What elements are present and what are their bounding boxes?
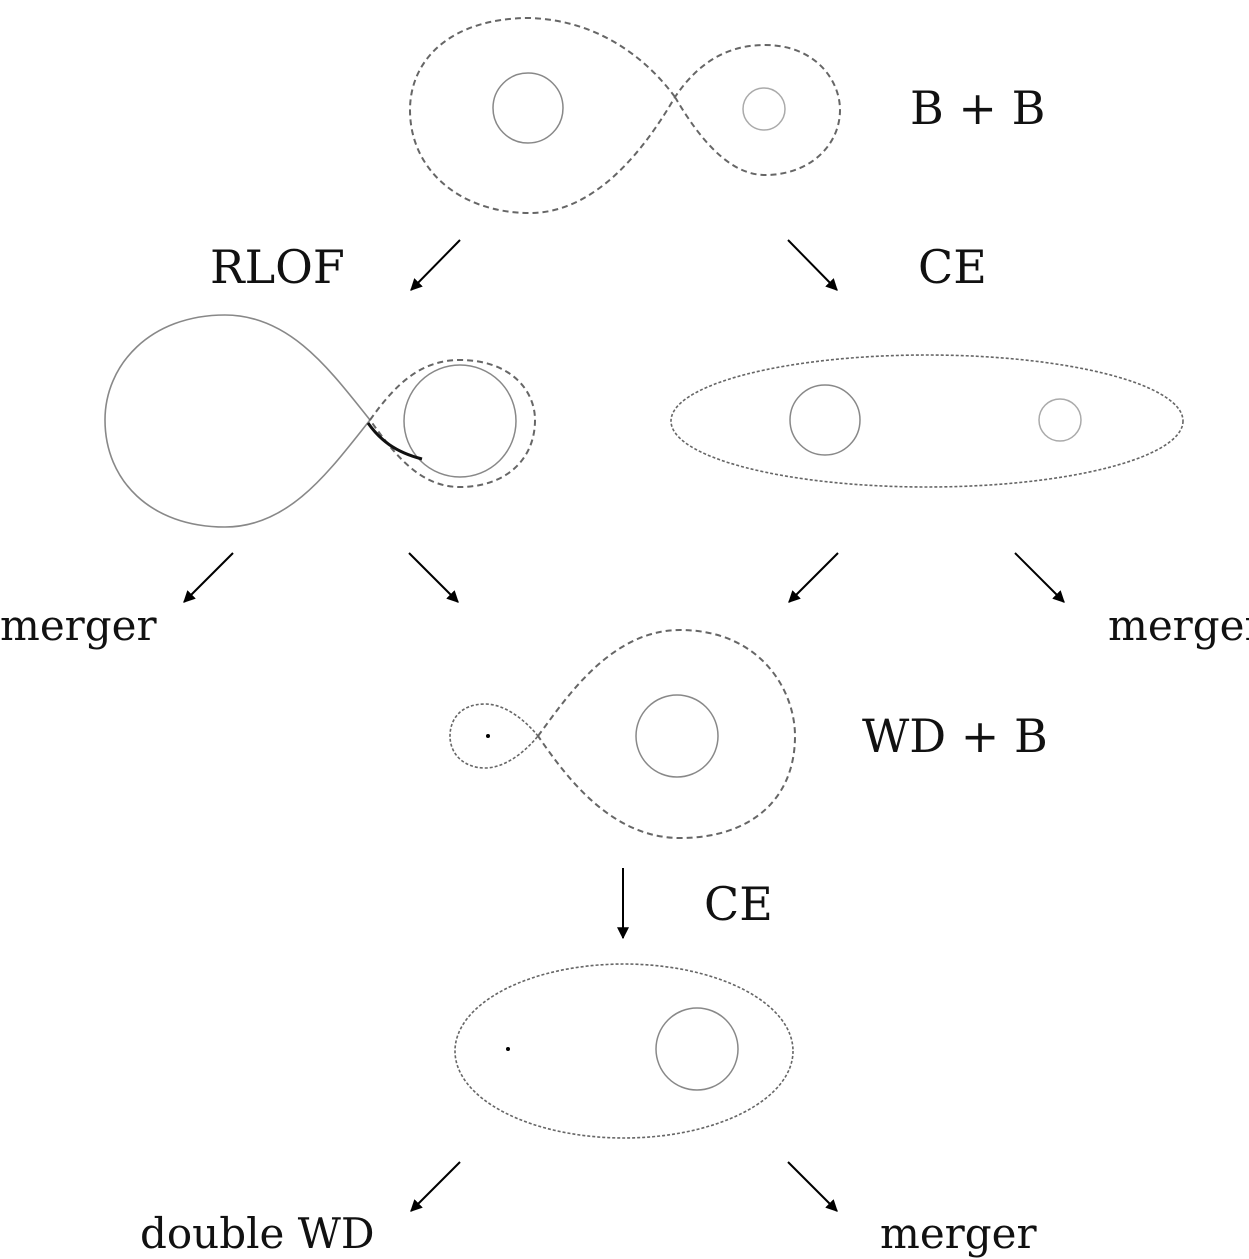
arrow-to-double-wd (410, 1161, 461, 1212)
roche-lobe-figure-eight (408, 16, 842, 215)
label-ce-top: CE (918, 240, 987, 294)
ce2-white-dwarf (506, 1047, 510, 1051)
accretor-roche-lobe (368, 358, 537, 489)
mass-transfer-stream (366, 422, 423, 461)
arrow-ce-to-wd-b (788, 552, 839, 603)
arrow-to-final-merger (787, 1161, 838, 1212)
ce-system-bottom (454, 963, 794, 1139)
arrow-ce-to-merger (1014, 552, 1065, 603)
primary-star (492, 72, 564, 144)
ce-system-top (670, 354, 1184, 488)
b-star (635, 694, 719, 778)
arrow-rlof-to-merger (183, 552, 234, 603)
label-b-plus-b: B + B (910, 81, 1045, 135)
label-ce-mid: CE (704, 877, 773, 931)
overfilled-roche-lobe (104, 314, 372, 528)
common-envelope (670, 354, 1184, 488)
label-merger-bottom: merger (880, 1209, 1038, 1258)
secondary-star (742, 87, 786, 131)
rlof-system (104, 314, 537, 528)
b-plus-b-system (408, 16, 842, 215)
ce-secondary-star (1038, 398, 1082, 442)
second-common-envelope (454, 963, 794, 1139)
ce2-b-star (655, 1007, 739, 1091)
label-wd-plus-b: WD + B (862, 709, 1048, 763)
label-merger-left: merger (0, 601, 158, 650)
wd-plus-b-system (449, 628, 797, 840)
arrow-rlof-to-wd-b (408, 552, 459, 603)
arrow-to-rlof (410, 239, 461, 291)
label-double-wd: double WD (140, 1209, 375, 1258)
label-merger-right: merger (1108, 601, 1249, 650)
wd-roche-lobe (449, 703, 540, 769)
ce-primary-star (789, 384, 861, 456)
label-rlof: RLOF (210, 240, 345, 294)
arrow-to-ce (787, 239, 838, 291)
accretor-star (403, 364, 517, 478)
b-star-roche-lobe (536, 628, 797, 840)
white-dwarf (486, 734, 490, 738)
